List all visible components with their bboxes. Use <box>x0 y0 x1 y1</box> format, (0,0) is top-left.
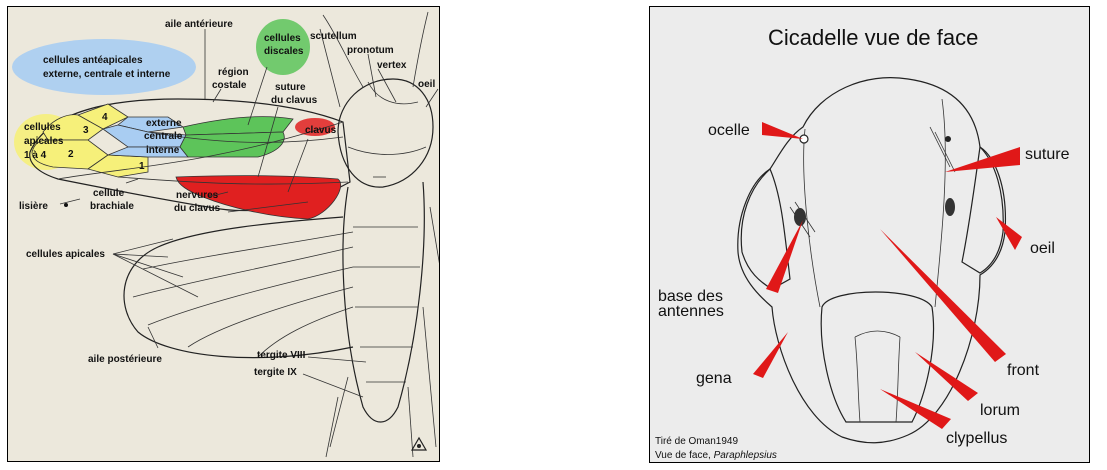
publisher-mark-icon <box>412 438 426 450</box>
label-cellules-apicales: cellules apicales <box>26 249 105 260</box>
label-apicales-2: apicales <box>24 136 64 147</box>
label-anteapicales-2: externe, centrale et interne <box>43 69 171 80</box>
anteapical-blue-highlight <box>12 39 196 95</box>
pointer-ocelle <box>762 122 803 139</box>
pointer-suture <box>945 147 1020 172</box>
label-oeil: oeil <box>418 79 435 90</box>
label-front: front <box>1007 362 1040 379</box>
label-aile-posterieure: aile postérieure <box>88 354 162 365</box>
abdomen <box>343 182 424 422</box>
credit-view: Vue de face, Paraphlepsius <box>655 450 777 461</box>
label-scutellum: scutellum <box>310 31 357 42</box>
label-lorum: lorum <box>980 402 1020 419</box>
label-apicales-3: 1 à 4 <box>24 150 47 161</box>
label-suture-clavus-2: du clavus <box>271 95 318 106</box>
face-view-svg: Cicadelle vue de face ocelle suture oeil… <box>650 7 1090 463</box>
label-anteapicales-1: cellules antéapicales <box>43 55 143 66</box>
label-centrale: centrale <box>144 131 183 142</box>
label-clavus: clavus <box>305 125 337 136</box>
label-cell-1: 1 <box>139 161 145 172</box>
label-base-antennes-2: antennes <box>658 303 724 320</box>
label-cellules-discales-2: discales <box>264 46 304 57</box>
label-tergite-ix: tergite IX <box>254 367 297 378</box>
label-aile-anterieure: aile antérieure <box>165 19 233 30</box>
label-gena: gena <box>696 370 732 387</box>
diagram-title: Cicadelle vue de face <box>768 25 978 50</box>
credit-source: Tiré de Oman1949 <box>655 436 738 447</box>
label-cell-3: 3 <box>83 125 89 136</box>
credit-species: Paraphlepsius <box>714 450 777 461</box>
pointer-lorum <box>915 352 978 401</box>
wing-anatomy-svg: aile antérieure cellules discales scutel… <box>8 7 440 462</box>
head-pronotum <box>338 79 433 187</box>
pointer-front <box>880 229 1006 362</box>
label-tergite-viii: tergite VIII <box>257 350 306 361</box>
label-nervures-clavus-2: du clavus <box>174 203 221 214</box>
label-suture-clavus-1: suture <box>275 82 306 93</box>
pointer-clypellus <box>880 389 951 429</box>
clypeus <box>821 292 933 422</box>
label-cellules-discales-1: cellules <box>264 33 301 44</box>
face-view-diagram: Cicadelle vue de face ocelle suture oeil… <box>649 6 1090 463</box>
label-region-costale-1: région <box>218 67 249 78</box>
label-externe: externe <box>146 118 182 129</box>
label-cell-4: 4 <box>102 112 108 123</box>
label-cell-2: 2 <box>68 149 74 160</box>
label-region-costale-2: costale <box>212 80 247 91</box>
label-clypellus: clypellus <box>946 430 1007 447</box>
label-pronotum: pronotum <box>347 45 394 56</box>
pointer-group <box>753 122 1022 429</box>
label-ocelle: ocelle <box>708 122 750 139</box>
wing-anatomy-diagram: aile antérieure cellules discales scutel… <box>7 6 440 462</box>
discal-cell-lower <box>180 132 284 157</box>
label-nervures-clavus-1: nervures <box>176 190 219 201</box>
left-ocellus <box>800 135 808 143</box>
label-oeil: oeil <box>1030 240 1055 257</box>
label-lisiere: lisière <box>19 201 48 212</box>
label-interne: interne <box>146 145 180 156</box>
label-suture: suture <box>1025 146 1070 163</box>
label-cellule-brachiale-1: cellule <box>93 188 125 199</box>
label-apicales-1: cellules <box>24 122 61 133</box>
label-vertex: vertex <box>377 60 407 71</box>
credit-view-prefix: Vue de face, <box>655 450 711 461</box>
label-cellule-brachiale-2: brachiale <box>90 201 134 212</box>
